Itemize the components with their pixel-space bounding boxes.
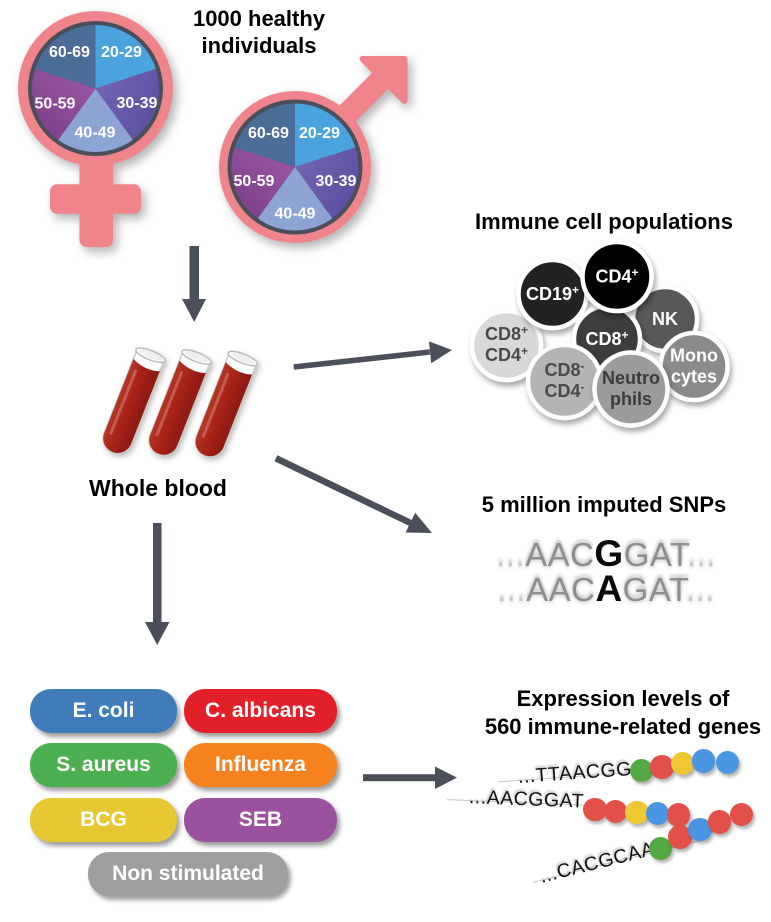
svg-text:CD8+: CD8+ [585, 328, 628, 349]
svg-text:CD8-: CD8- [544, 359, 584, 380]
svg-text:30-39: 30-39 [316, 173, 357, 190]
svg-text:CD19+: CD19+ [526, 283, 579, 304]
svg-text:CD4+: CD4+ [595, 266, 638, 287]
svg-text:40-49: 40-49 [275, 206, 316, 223]
svg-text:cytes: cytes [671, 367, 717, 387]
svg-text:20-29: 20-29 [101, 44, 142, 61]
svg-text:50-59: 50-59 [35, 96, 76, 113]
svg-text:phils: phils [610, 389, 652, 409]
svg-text:20-29: 20-29 [299, 125, 340, 142]
svg-text:Mono: Mono [670, 346, 718, 366]
svg-text:30-39: 30-39 [117, 95, 158, 112]
svg-text:Neutro: Neutro [602, 368, 660, 388]
svg-text:40-49: 40-49 [75, 125, 116, 142]
svg-text:NK: NK [652, 309, 678, 329]
svg-text:CD4-: CD4- [544, 380, 584, 401]
svg-text:60-69: 60-69 [49, 44, 90, 61]
svg-text:50-59: 50-59 [234, 173, 275, 190]
svg-text:CD4+: CD4+ [485, 344, 528, 365]
svg-text:60-69: 60-69 [248, 125, 289, 142]
svg-text:CD8+: CD8+ [485, 323, 528, 344]
